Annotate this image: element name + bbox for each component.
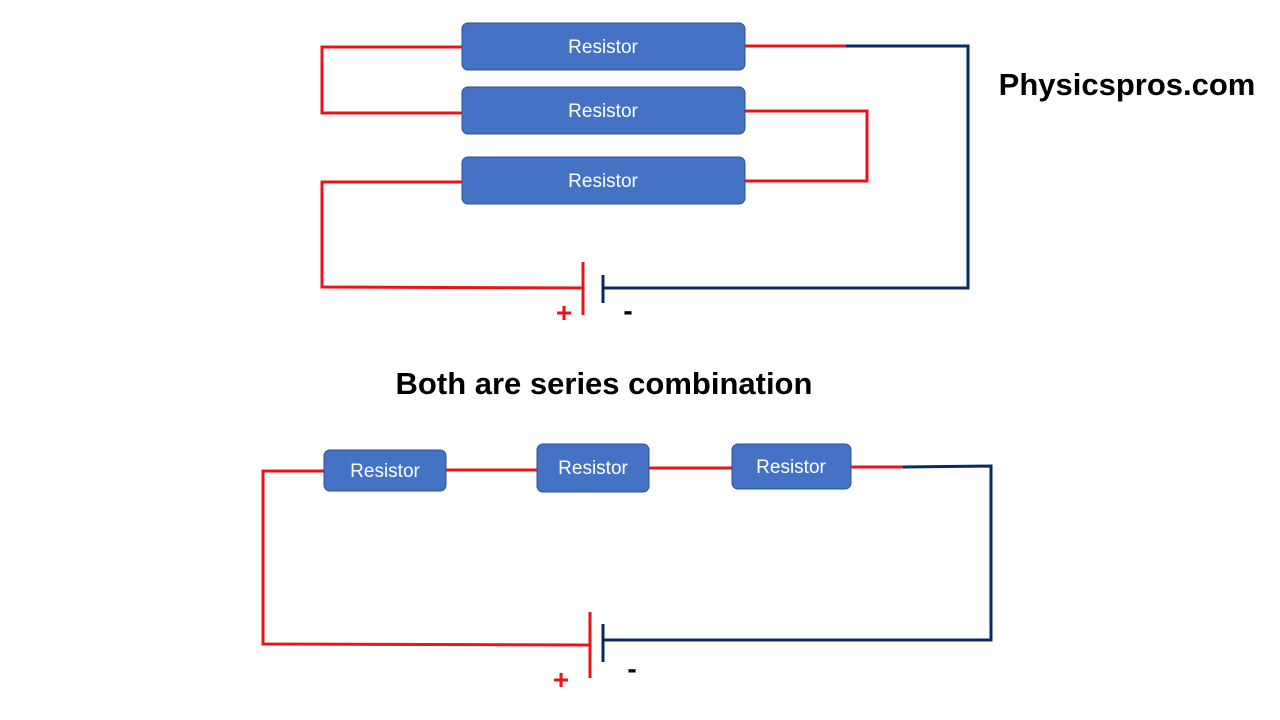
site-title: Physicspros.com bbox=[999, 67, 1256, 102]
battery-positive-sign: + bbox=[556, 297, 572, 328]
top-wire-r3-battery bbox=[320, 180, 584, 290]
top-battery: + - bbox=[556, 262, 633, 328]
bottom-resistor-2: Resistor bbox=[536, 443, 650, 493]
resistor-box bbox=[461, 86, 746, 135]
battery-positive-sign: + bbox=[553, 664, 569, 695]
resistor-box bbox=[731, 443, 852, 490]
battery-negative-sign: - bbox=[623, 295, 632, 326]
resistor-label: Resistor bbox=[568, 101, 638, 122]
bottom-battery: + - bbox=[553, 612, 637, 695]
resistor-label: Resistor bbox=[568, 171, 638, 192]
top-positive-wires bbox=[320, 44, 869, 290]
top-wire-r1-r2-left bbox=[320, 45, 462, 115]
bottom-circuit: Resistor Resistor Resistor + - bbox=[261, 443, 993, 695]
bottom-resistor-1: Resistor bbox=[323, 449, 447, 492]
resistor-box bbox=[461, 22, 746, 71]
resistor-label: Resistor bbox=[568, 37, 638, 58]
caption: Both are series combination bbox=[396, 366, 813, 401]
resistor-label: Resistor bbox=[558, 458, 628, 479]
top-resistor-2: Resistor bbox=[461, 86, 746, 135]
top-resistor-3: Resistor bbox=[461, 156, 746, 205]
resistor-box bbox=[461, 156, 746, 205]
resistor-box bbox=[536, 443, 650, 493]
bottom-wire-r1-battery bbox=[261, 469, 591, 647]
top-circuit: Resistor Resistor Resistor + - bbox=[320, 22, 970, 328]
top-negative-wire bbox=[603, 44, 970, 290]
resistor-box bbox=[323, 449, 447, 492]
bottom-negative-wire bbox=[603, 464, 993, 642]
top-resistor-1: Resistor bbox=[461, 22, 746, 71]
resistor-label: Resistor bbox=[756, 457, 826, 478]
top-wire-r2-r3-right bbox=[745, 109, 869, 183]
resistor-label: Resistor bbox=[350, 461, 420, 482]
battery-negative-sign: - bbox=[627, 653, 636, 684]
bottom-resistor-3: Resistor bbox=[731, 443, 852, 490]
bottom-positive-wires bbox=[261, 465, 903, 647]
